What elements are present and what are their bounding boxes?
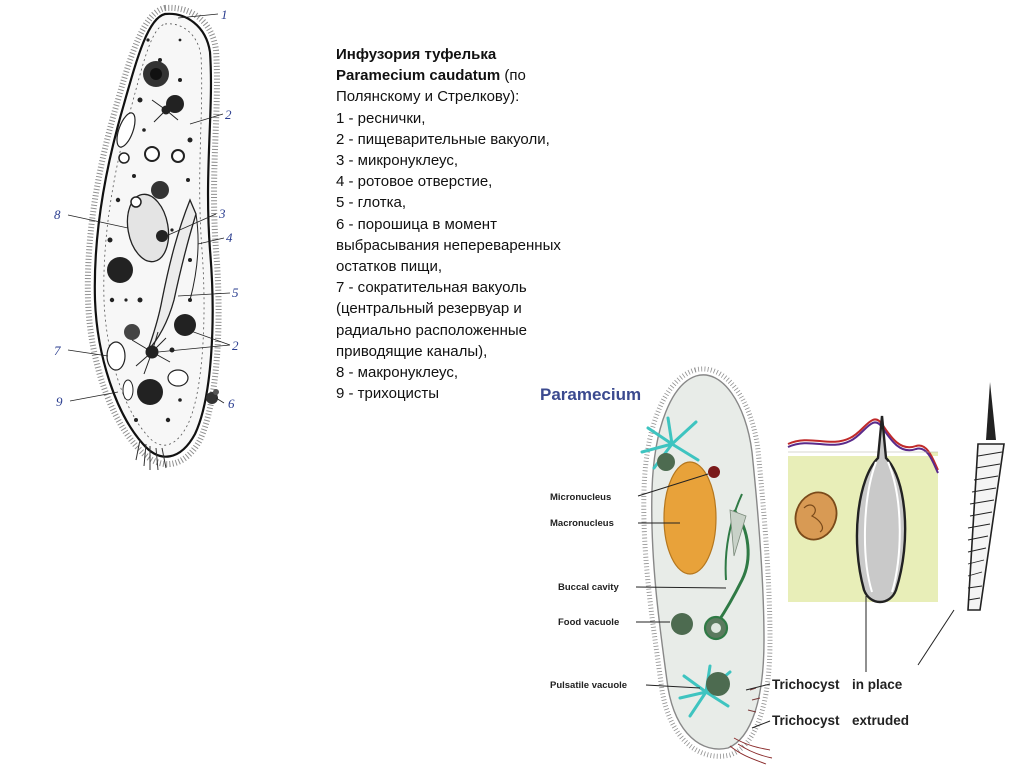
label-trichocyst: Trichocyst [772,677,840,692]
extruded-trichocyst [968,382,1004,610]
label-extruded: extruded [852,713,909,728]
label-3: 3 [218,206,226,221]
label-5: 5 [232,285,239,300]
paramecium-drawing: 1 2 3 4 5 2 6 7 8 9 [40,0,300,480]
label-in-place: in place [852,677,903,692]
micronucleus [708,466,720,478]
caption-line: радиально расположенные [336,320,626,341]
label-pulsatile-vacuole: Pulsatile vacuole [550,680,627,691]
caption-line: 1 - реснички, [336,108,626,129]
label-buccal-cavity: Buccal cavity [558,582,619,593]
caption-line: приводящие каналы), [336,341,626,362]
label-9: 9 [56,394,63,409]
caption-line: 3 - микронуклеус, [336,150,626,171]
label-6: 6 [228,396,235,411]
food-vacuole [151,181,169,199]
caption-line: 7 - сократительная вакуоль [336,277,626,298]
figure-title: Paramecium [540,385,641,404]
label-food-vacuole: Food vacuole [558,617,619,628]
caption-line: остатков пищи, [336,256,626,277]
caption: Инфузория туфелька Paramecium caudatum (… [336,44,626,404]
food-vacuole [657,453,675,471]
label-macronucleus: Macronucleus [550,518,614,529]
paramecium-color-diagram: Paramecium [520,360,1024,767]
label-2b: 2 [232,338,239,353]
caption-line: 4 - ротовое отверстие, [336,171,626,192]
food-vacuole [137,379,163,405]
label-1: 1 [221,7,228,22]
caption-species: Paramecium caudatum [336,67,500,84]
label-8: 8 [54,207,61,222]
caption-line: выбрасывания непереваренных [336,235,626,256]
trichocyst-inset [788,416,938,602]
caption-title: Инфузория туфелька [336,44,626,65]
label-2: 2 [225,107,232,122]
caption-line: 2 - пищеварительные вакуоли, [336,129,626,150]
food-vacuole [706,672,730,696]
food-vacuole [671,613,693,635]
label-4: 4 [226,230,233,245]
caption-line: 6 - порошица в момент [336,214,626,235]
macronucleus [664,462,716,574]
label-trichocyst-2: Trichocyst [772,713,840,728]
food-vacuole [124,324,140,340]
caption-line: 5 - глотка, [336,192,626,213]
label-micronucleus: Micronucleus [550,492,611,503]
caption-line: Полянскому и Стрелкову): [336,86,626,107]
caption-source: (по [500,67,526,84]
food-vacuole [174,314,196,336]
label-7: 7 [54,343,61,358]
food-vacuole [107,257,133,283]
caption-line: (центральный резервуар и [336,298,626,319]
